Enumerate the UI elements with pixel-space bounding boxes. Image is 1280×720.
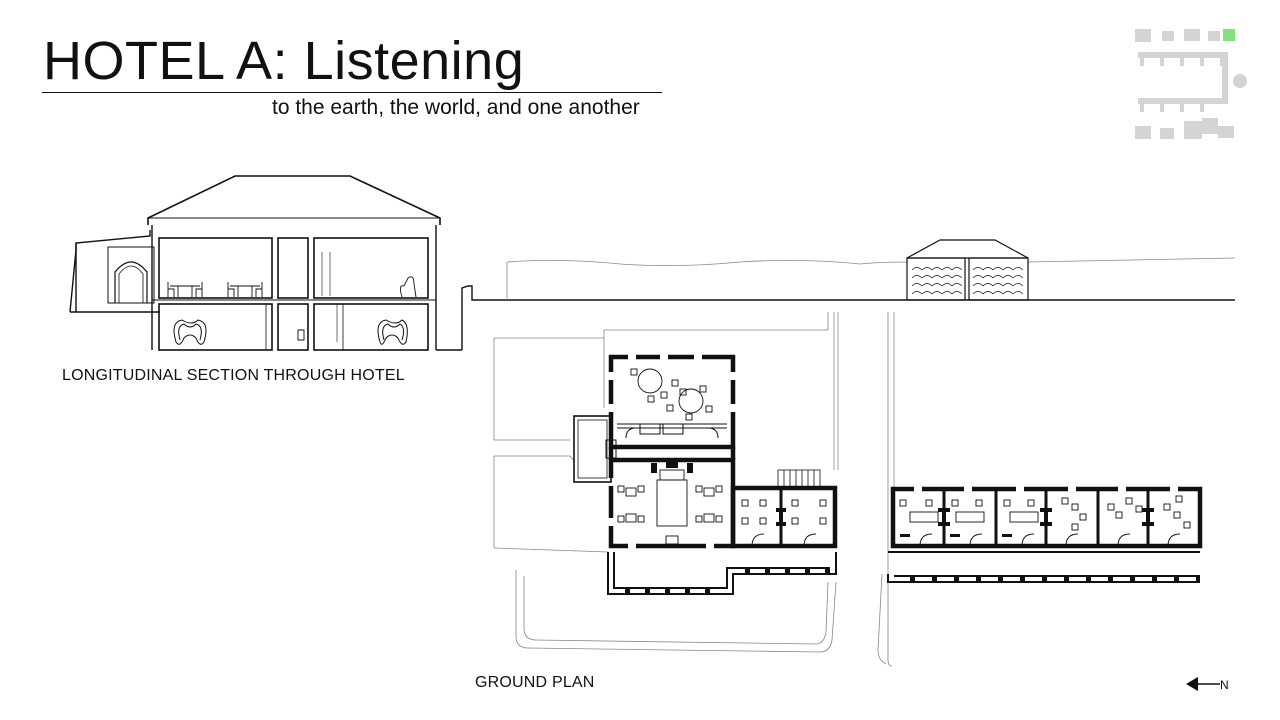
right-wing-plan [887,486,1203,583]
site-key-plan-icon [1135,29,1247,139]
main-building-plan [573,354,838,595]
plan-caption: GROUND PLAN [475,674,595,691]
section-caption: LONGITUDINAL SECTION THROUGH HOTEL [62,367,405,384]
longitudinal-section [69,175,1235,351]
title-underline [42,92,662,93]
landscape-profile [506,257,1236,300]
site-context-lines [493,312,895,667]
pavilion-section [906,239,1029,301]
key-plan-highlight [1223,29,1235,41]
page-title: HOTEL A: Listening [43,31,525,91]
north-arrow-icon [1186,677,1220,691]
north-label: N [1220,678,1229,692]
page-subtitle: to the earth, the world, and one another [272,96,640,119]
